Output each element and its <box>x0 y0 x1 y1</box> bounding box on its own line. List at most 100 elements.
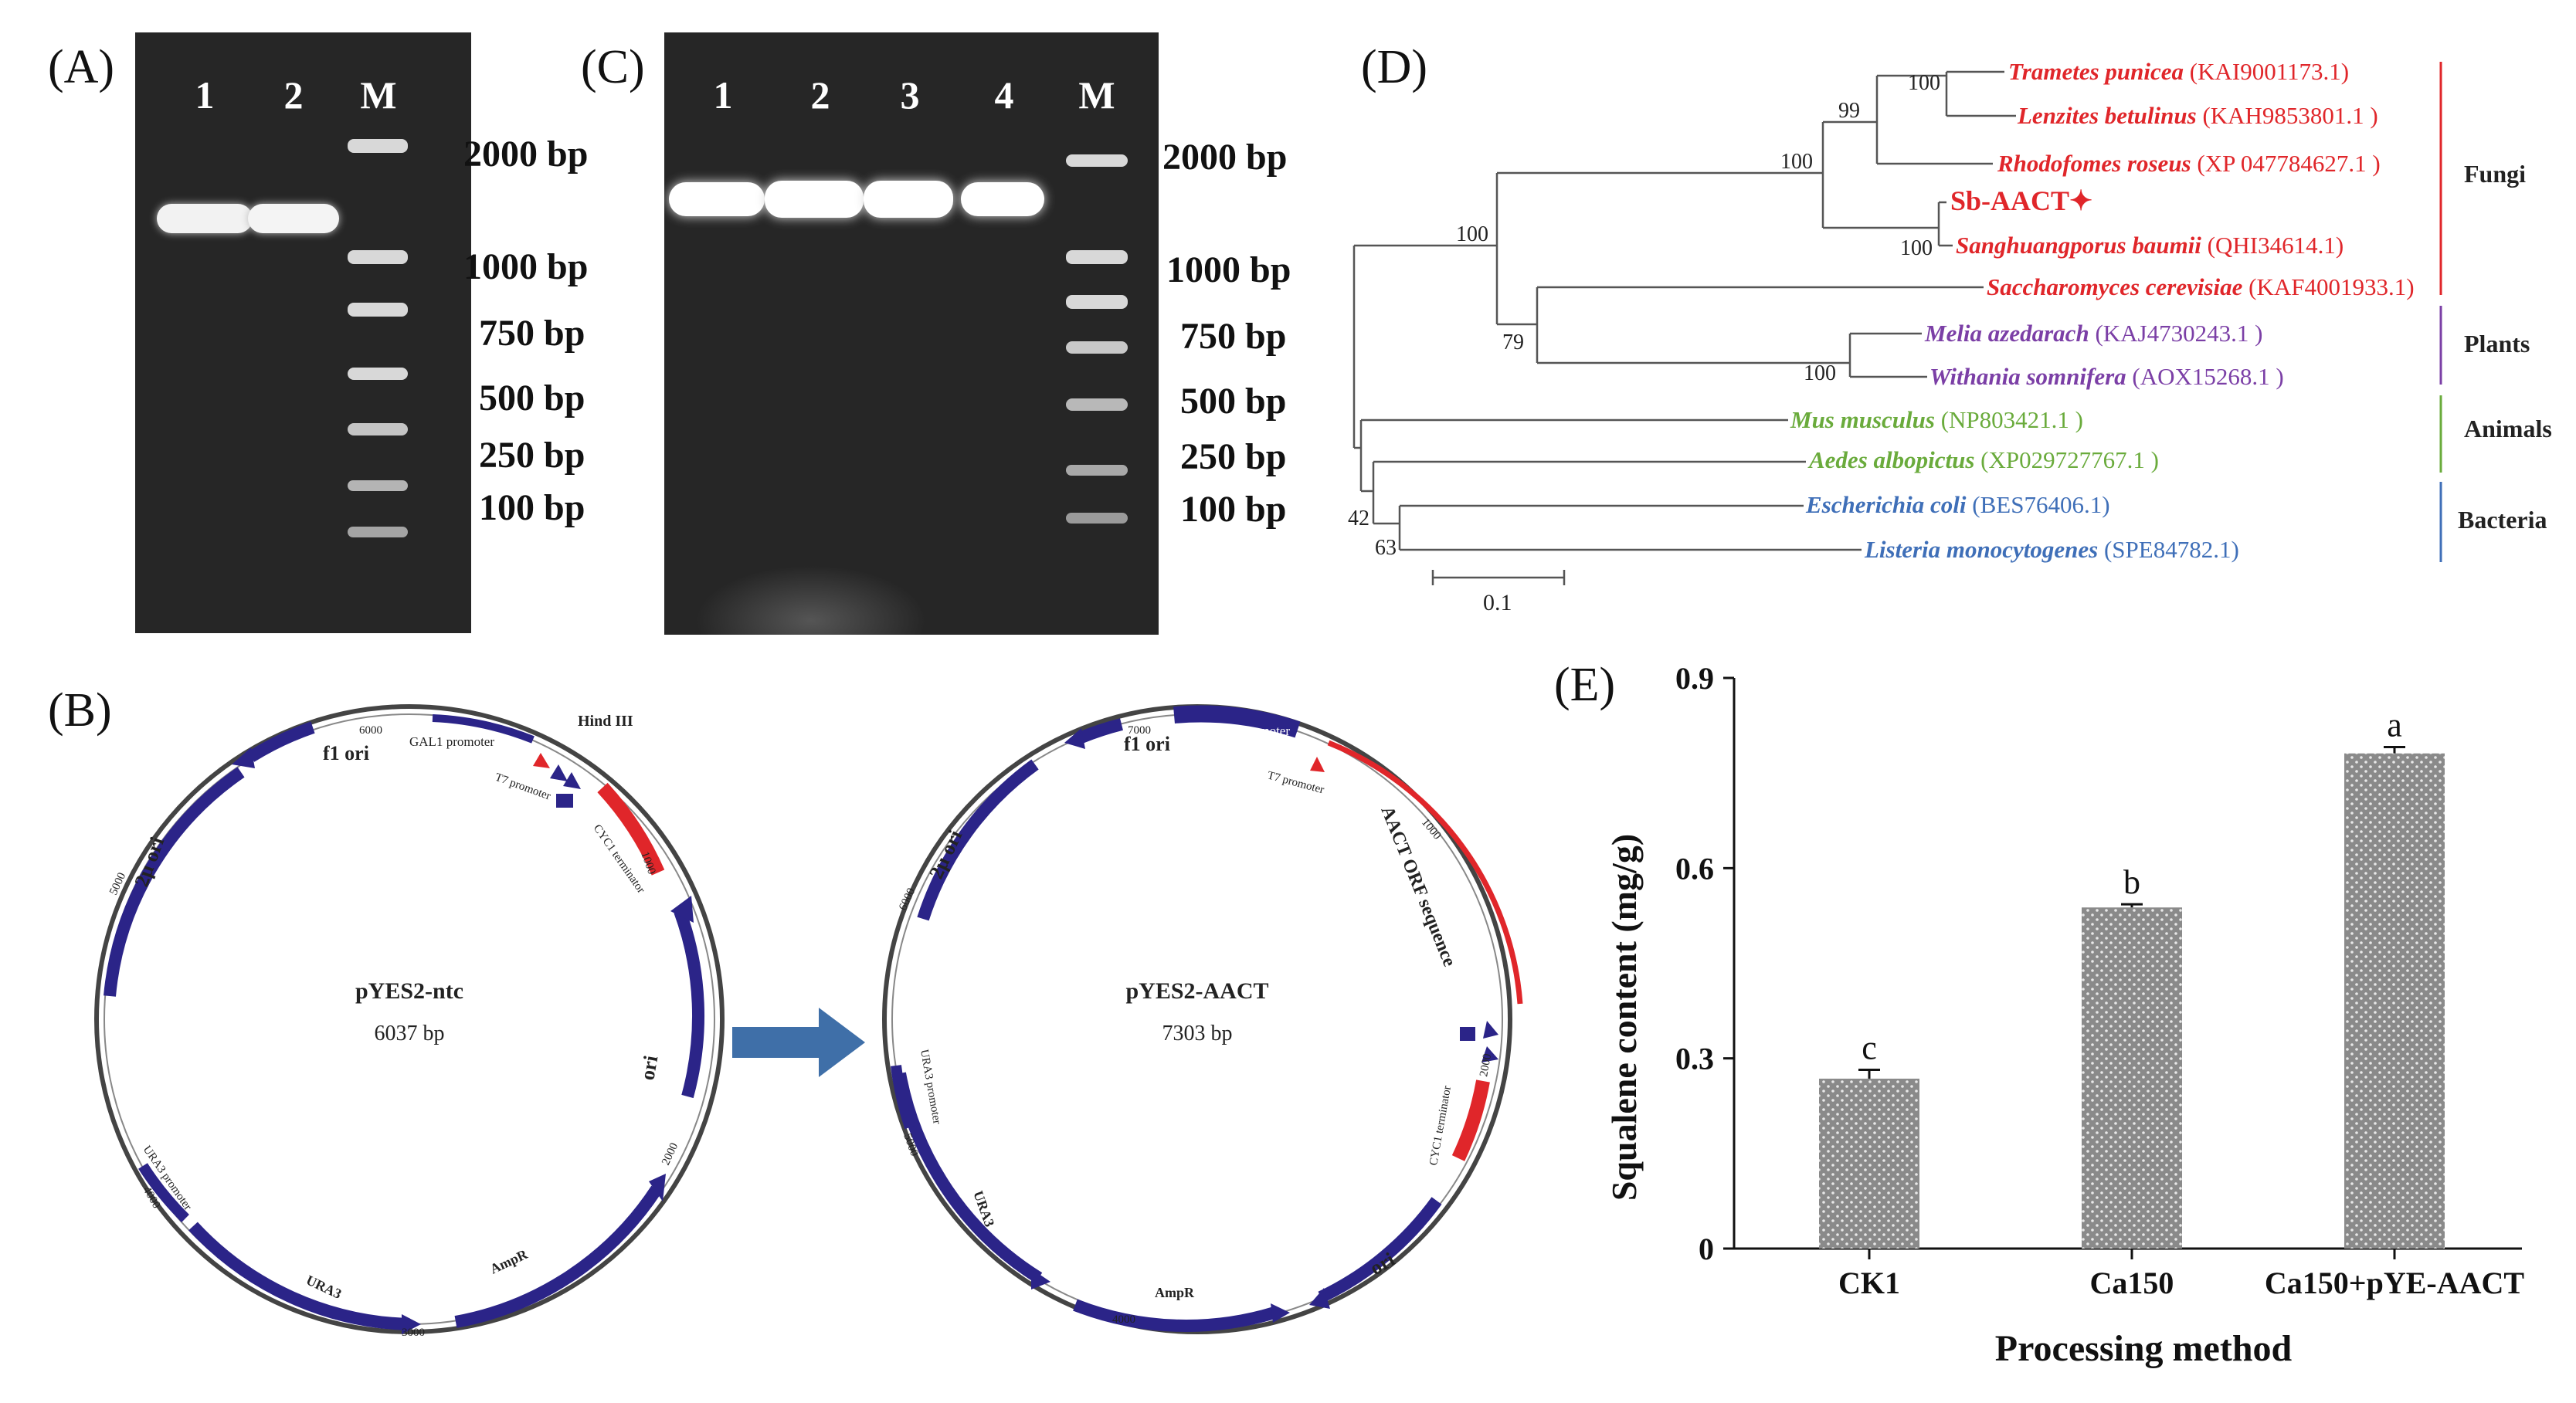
ladder-band <box>1066 513 1128 524</box>
taxon-label-query: Sb-AACT✦ <box>1950 185 2092 216</box>
tick-label: 7000 <box>1128 724 1151 737</box>
gel-smear <box>695 565 927 635</box>
tick-label: 2000 <box>1478 1052 1494 1077</box>
x-axis-label: Processing method <box>1995 1328 2293 1369</box>
x-tick-label: CK1 <box>1838 1266 1900 1300</box>
bar <box>2344 753 2445 1249</box>
panel-label-d: (D) <box>1361 41 1428 93</box>
ladder-band <box>348 527 408 537</box>
bootstrap-value: 100 <box>1908 71 1940 95</box>
ladder-band <box>348 480 408 491</box>
feature-arc <box>894 1072 1043 1283</box>
taxon-label: Escherichia coli (BES76406.1) <box>1805 491 2110 518</box>
x-tick-label: Ca150 <box>2090 1266 2174 1300</box>
bootstrap-value: 100 <box>1456 222 1488 246</box>
gel-image-a: 1 2 M <box>135 32 471 633</box>
bootstrap-value: 79 <box>1502 330 1524 354</box>
bootstrap-value: 42 <box>1348 507 1369 530</box>
ladder-band <box>1066 250 1128 264</box>
ladder-band <box>1066 154 1128 167</box>
pcr-band <box>248 204 339 233</box>
feature-label: 2μ ori <box>130 834 168 890</box>
bootstrap-value: 99 <box>1838 99 1860 123</box>
lane-label: M <box>360 73 397 117</box>
y-tick-label: 0.9 <box>1675 661 1714 696</box>
pcr-band <box>669 182 765 216</box>
feature-label: GAL1 promoter <box>409 734 494 749</box>
significance-letter: b <box>2123 863 2140 901</box>
gel-image-c: 1 2 3 4 M <box>664 32 1159 635</box>
feature-label: URA3 <box>304 1272 344 1301</box>
ladder-band <box>1066 398 1128 411</box>
feature-arc <box>1073 1299 1277 1332</box>
bar-chart: 00.30.60.9cCK1bCa150aCa150+pYE-AACTProce… <box>1604 661 2524 1369</box>
feature-label: GAL1 promoter <box>1205 724 1290 738</box>
feature-arc <box>188 1222 410 1330</box>
ladder-label: 500 bp <box>1180 381 1287 422</box>
y-axis-label: Squalene content (mg/g) <box>1604 834 1644 1201</box>
feature-arc <box>247 721 315 762</box>
taxon-label: Aedes albopictus (XP029727767.1 ) <box>1807 446 2159 473</box>
taxon-label: Trametes punicea (KAI9001173.1) <box>2008 58 2349 85</box>
feature-arc <box>597 782 665 876</box>
bar <box>2082 907 2182 1249</box>
feature-arc <box>1318 1197 1442 1303</box>
ladder-band <box>1066 341 1128 354</box>
ladder-label: 2000 bp <box>1162 137 1288 178</box>
y-tick-label: 0 <box>1699 1232 1714 1266</box>
panel-label-c: (C) <box>581 41 645 93</box>
feature-label: CYC1 terminator <box>1427 1085 1454 1167</box>
tick-label: 3000 <box>402 1327 425 1339</box>
ladder-band <box>348 423 408 435</box>
plasmid-size: 6037 bp <box>375 1022 445 1045</box>
bootstrap-value: 100 <box>1804 361 1836 385</box>
taxon-label: Listeria monocytogenes (SPE84782.1) <box>1864 536 2239 563</box>
feature-arc <box>1173 705 1301 738</box>
tick-label: 6000 <box>897 886 918 913</box>
significance-letter: c <box>1862 1029 1877 1066</box>
bar <box>1819 1078 1919 1249</box>
plasmid-map-pyes2-ntc: 6000 5000 1000 2000 3000 4000 f1 ori GAL… <box>94 704 725 1339</box>
tree-branches <box>1352 70 2016 585</box>
plasmid-map-pyes2-aact: 7000 6000 1000 2000 5000 4000 f1 ori GAL… <box>882 704 1523 1334</box>
group-label: Fungi <box>2464 160 2526 188</box>
ladder-label: 750 bp <box>1180 316 1287 357</box>
pcr-band <box>864 181 953 218</box>
feature-arc <box>454 1185 662 1328</box>
feature-label: T7 promoter <box>494 771 552 803</box>
feature-arc <box>917 759 1039 921</box>
feature-label: f1 ori <box>1124 733 1170 755</box>
group-label: Plants <box>2464 330 2530 358</box>
taxon-label: Lenzites betulinus (KAH9853801.1 ) <box>2017 102 2378 129</box>
ladder-band <box>348 250 408 264</box>
ladder-label: 100 bp <box>1180 489 1287 530</box>
plasmid-name: pYES2-AACT <box>1125 978 1268 1004</box>
feature-arc <box>1451 1079 1490 1161</box>
feature-label: T7 promoter <box>1266 769 1325 796</box>
panel-label-a: (A) <box>48 41 115 93</box>
scale-bar-label: 0.1 <box>1483 590 1512 615</box>
ladder-label: 750 bp <box>479 313 585 354</box>
ladder-label: 100 bp <box>479 487 585 528</box>
group-label: Animals <box>2464 415 2552 442</box>
feature-label: URA3 promoter <box>918 1049 943 1125</box>
pcr-band <box>961 182 1044 216</box>
ladder-band <box>348 368 408 380</box>
ladder-label: 1000 bp <box>1166 249 1291 290</box>
lane-label: M <box>1078 73 1115 117</box>
feature-arc <box>674 909 704 1099</box>
taxon-label: Withania somnifera (AOX15268.1 ) <box>1929 363 2284 390</box>
ladder-band <box>1066 295 1128 309</box>
ladder-label: 250 bp <box>1180 436 1287 477</box>
ladder-band <box>348 303 408 317</box>
lane-label: 1 <box>195 73 215 117</box>
feature-label: Hind III <box>578 713 633 730</box>
lane-label: 2 <box>283 73 304 117</box>
lane-label: 4 <box>994 73 1014 117</box>
taxon-label: Saccharomyces cerevisiae (KAF4001933.1) <box>1987 273 2415 300</box>
y-tick-label: 0.3 <box>1675 1042 1714 1076</box>
feature-arc <box>104 767 245 997</box>
taxon-label: Sanghuangporus baumii (QHI34614.1) <box>1956 232 2344 259</box>
feature-label: AmpR <box>487 1246 531 1277</box>
